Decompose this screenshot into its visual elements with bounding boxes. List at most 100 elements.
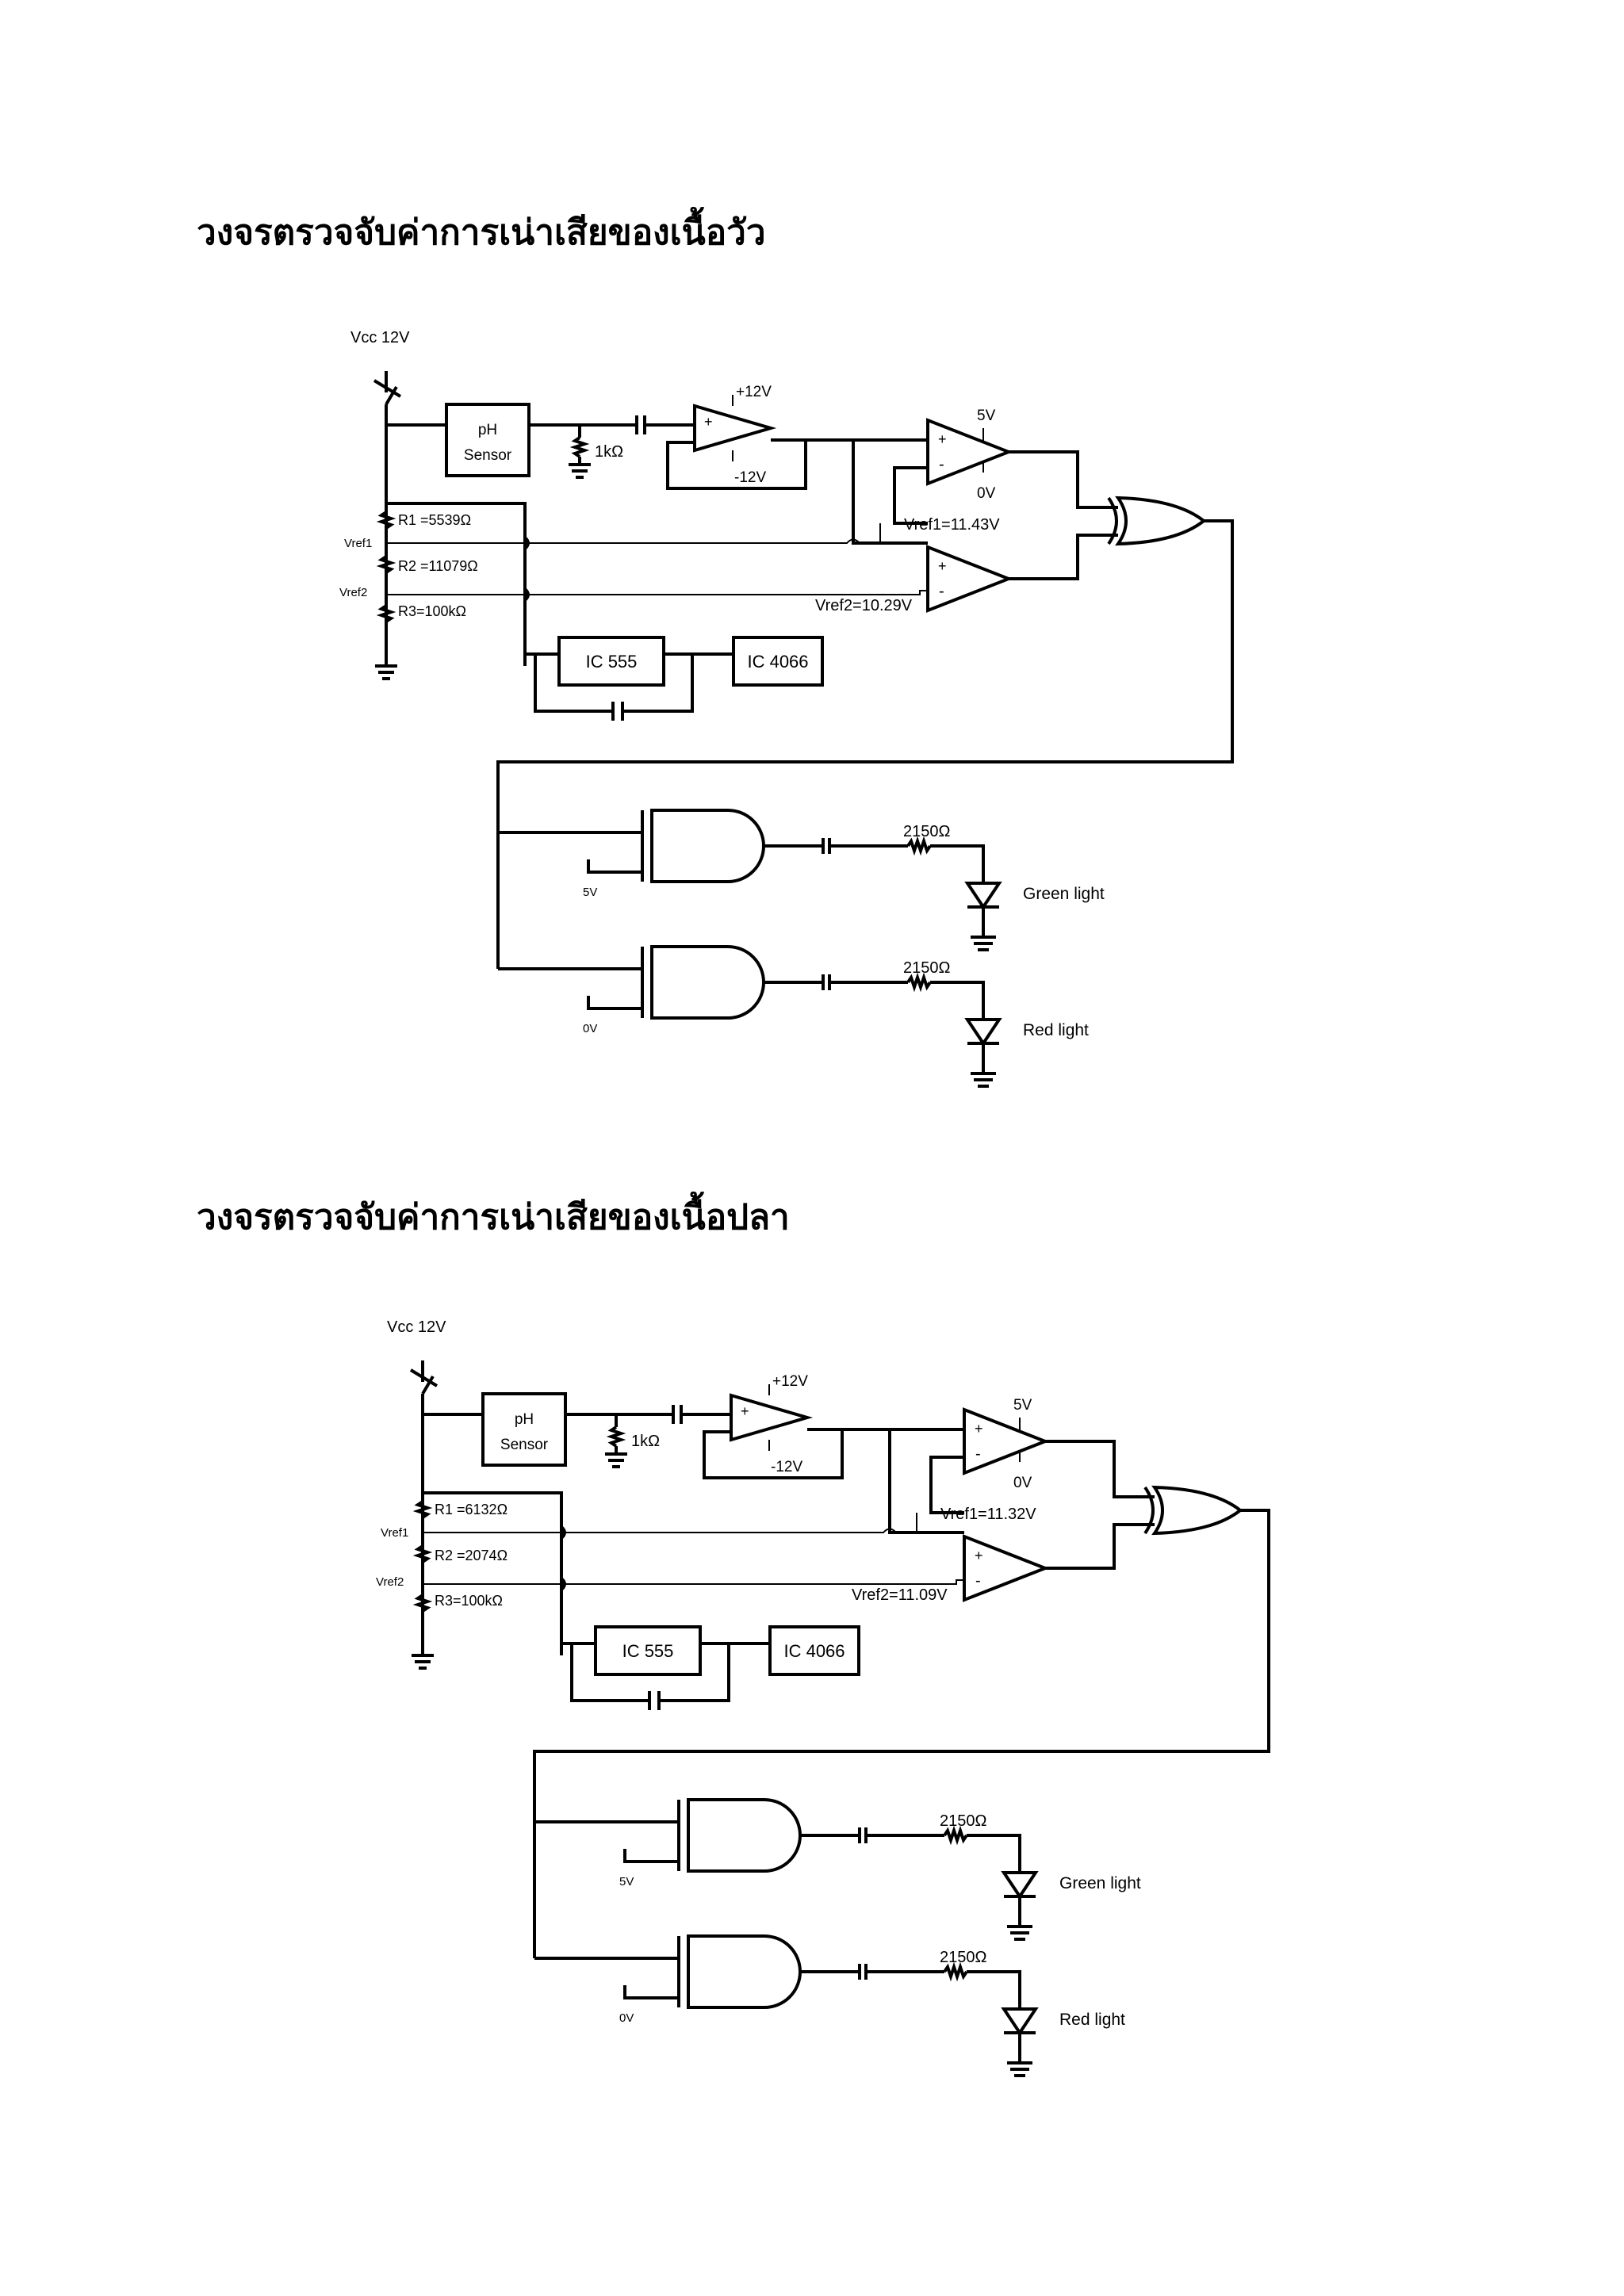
resistor-icon	[943, 1825, 968, 1846]
capacitor-icon	[822, 838, 831, 854]
xor-gate	[1143, 1485, 1243, 1536]
vcc-label: Vcc 12V	[350, 329, 410, 346]
capacitor-icon	[635, 415, 646, 434]
opamp-triangle	[730, 1393, 814, 1442]
vcc-transistor-icon	[373, 371, 402, 411]
opamp-neg-supply: -12V	[734, 469, 766, 486]
vref2-label: Vref2=11.09V	[852, 1586, 948, 1604]
led-green-icon	[1001, 1871, 1039, 1927]
resistor-r2	[412, 1544, 433, 1563]
resistor-r3	[412, 1594, 433, 1613]
vref1-node-label: Vref1	[344, 537, 372, 550]
comparator-2-minus: -	[975, 1572, 981, 1590]
resistor-icon	[606, 1414, 626, 1454]
comparator-1-minus: -	[939, 456, 944, 473]
ground-icon	[375, 664, 397, 680]
vcc-transistor-icon	[409, 1360, 439, 1400]
ic4066-box	[732, 636, 824, 687]
ph-sensor-box	[481, 1392, 567, 1467]
opamp-pos-supply: +12V	[772, 1373, 808, 1390]
resistor-r2	[376, 555, 396, 574]
capacitor-icon	[611, 702, 624, 721]
ic4066-label: IC 4066	[747, 652, 808, 672]
vref2-node-label: Vref2	[339, 586, 367, 599]
vref1-label: Vref1=11.32V	[940, 1506, 1036, 1523]
opamp-triangle	[693, 404, 777, 453]
ph-sensor-box	[445, 403, 530, 477]
ph-sensor-label: Sensor	[464, 447, 512, 464]
ph-sensor-label: pH	[478, 422, 497, 438]
comparator-vneg: 0V	[1013, 1475, 1032, 1491]
comparator-2	[926, 545, 1013, 613]
ground-icon	[971, 936, 996, 951]
capacitor-icon	[822, 974, 831, 990]
resistor-r1	[376, 511, 396, 530]
vref1-label: Vref1=11.43V	[904, 516, 1000, 534]
wire-hop-icon	[560, 1525, 566, 1591]
r3-label: R3=100kΩ	[435, 1593, 503, 1609]
led-red-icon	[1001, 2007, 1039, 2063]
ground-icon	[971, 1072, 996, 1088]
resistor-icon	[943, 1961, 968, 1982]
resistor-r3	[376, 604, 396, 623]
and-gate-1-input-label: 5V	[619, 1875, 634, 1888]
and-gate-1-input-label: 5V	[583, 886, 597, 899]
xor-gate	[1107, 496, 1207, 546]
comparator-1-plus: +	[975, 1421, 983, 1437]
led-red-label: Red light	[1023, 1021, 1089, 1039]
comparator-1-minus: -	[975, 1445, 981, 1463]
led-resistor-label: 2150Ω	[903, 823, 950, 840]
and-gate-2	[650, 945, 765, 1020]
opamp-plus-sign: +	[704, 414, 713, 430]
vcc-label: Vcc 12V	[387, 1318, 446, 1336]
resistor-r1	[412, 1500, 433, 1519]
ic555-label: IC 555	[586, 652, 638, 672]
resistor-icon	[906, 972, 932, 993]
ic555-label: IC 555	[622, 1641, 674, 1661]
ic4066-box	[768, 1625, 860, 1676]
vref1-node-label: Vref1	[381, 1526, 408, 1540]
comparator-1	[926, 418, 1013, 486]
ground-icon	[569, 463, 591, 479]
comparator-2-plus: +	[975, 1548, 983, 1563]
led-green-label: Green light	[1023, 885, 1105, 903]
sensor-resistor-label: 1kΩ	[595, 443, 623, 461]
r1-label: R1 =6132Ω	[435, 1502, 508, 1517]
ph-sensor-label: Sensor	[500, 1437, 549, 1453]
capacitor-icon	[672, 1405, 683, 1424]
ph-sensor-label: pH	[515, 1411, 534, 1428]
opamp-minus-sign: -	[705, 437, 710, 454]
led-red-icon	[964, 1018, 1002, 1073]
comparator-vneg: 0V	[977, 485, 996, 502]
led-resistor-label: 2150Ω	[903, 959, 950, 977]
comparator-vpos: 5V	[1013, 1397, 1032, 1414]
and-gate-2	[687, 1934, 802, 2009]
resistor-icon	[569, 425, 590, 465]
r3-label: R3=100kΩ	[398, 603, 466, 619]
ground-icon	[605, 1452, 627, 1468]
opamp-minus-sign: -	[741, 1426, 747, 1444]
ground-icon	[1007, 2061, 1032, 2077]
capacitor-icon	[858, 1827, 868, 1843]
capacitor-icon	[648, 1691, 661, 1710]
ic555-box	[557, 636, 665, 687]
wire-hop-icon	[523, 536, 530, 602]
r2-label: R2 =2074Ω	[435, 1548, 508, 1563]
led-red-label: Red light	[1059, 2011, 1125, 2029]
opamp-plus-sign: +	[741, 1403, 749, 1419]
circuit-heading-beef: วงจรตรวจจับค่าการเน่าเสียของเนื้อวัว	[197, 213, 766, 252]
capacitor-icon	[858, 1964, 868, 1980]
resistor-icon	[906, 836, 932, 856]
and-gate-1	[650, 809, 765, 883]
r2-label: R2 =11079Ω	[398, 558, 478, 574]
comparator-2	[963, 1534, 1050, 1602]
comparator-1-plus: +	[938, 431, 947, 447]
opamp-pos-supply: +12V	[736, 384, 772, 400]
led-green-icon	[964, 882, 1002, 937]
led-green-label: Green light	[1059, 1874, 1141, 1892]
ic555-box	[594, 1625, 702, 1676]
r1-label: R1 =5539Ω	[398, 512, 471, 528]
ic4066-label: IC 4066	[783, 1641, 845, 1661]
